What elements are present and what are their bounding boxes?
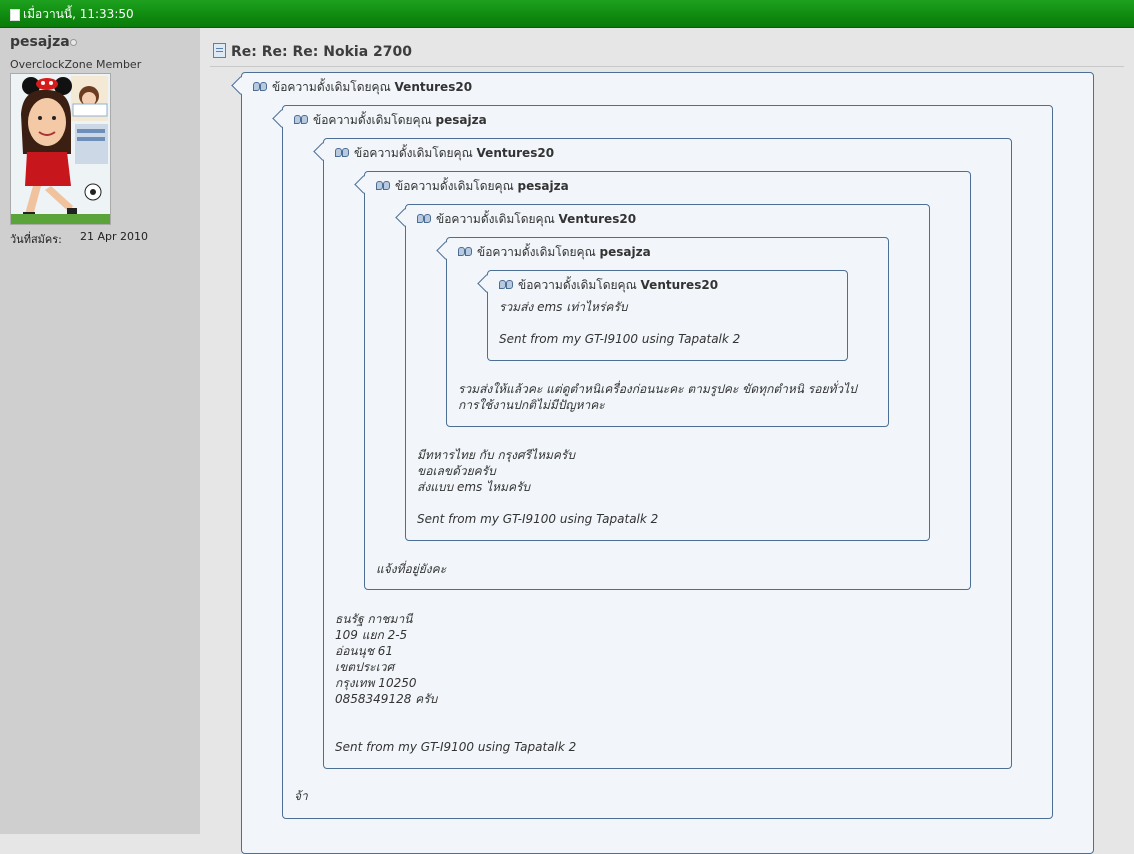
quote-header: ข้อความดั้งเดิมโดยคุณ pesajza: [294, 111, 487, 130]
quote-author[interactable]: Ventures20: [476, 146, 555, 160]
quote-text: มีทหารไทย กับ กรุงศรีไหมครับ ขอเลขด้วยคร…: [417, 448, 659, 526]
avatar[interactable]: [10, 73, 111, 225]
title-divider: [210, 66, 1124, 67]
post-document-icon: [213, 43, 226, 58]
quote-prefix: ข้อความดั้งเดิมโดยคุณ: [395, 179, 514, 193]
post-header-bar: เมื่อวานนี้, 11:33:50: [0, 0, 1134, 28]
user-info-panel: pesajza OverclockZone Member: [0, 28, 200, 834]
quote-icon: [253, 82, 267, 91]
quote-author[interactable]: pesajza: [599, 245, 651, 259]
quote-text: แจ้งที่อยู่ยังคะ: [376, 562, 447, 576]
post-timestamp: เมื่อวานนี้, 11:33:50: [23, 7, 134, 21]
quote-icon: [417, 214, 431, 223]
join-date-label: วันที่สมัคร:: [10, 233, 62, 246]
quote-prefix: ข้อความดั้งเดิมโดยคุณ: [313, 113, 432, 127]
quote-author[interactable]: Ventures20: [394, 80, 473, 94]
offline-status-icon: [70, 39, 77, 46]
quote-icon: [335, 148, 349, 157]
join-date-value: 21 Apr 2010: [80, 230, 149, 243]
join-date-row: วันที่สมัคร: 21 Apr 2010: [10, 230, 148, 248]
quote-box: [487, 270, 848, 361]
quote-text: รวมส่ง ems เท่าไหร่ครับ Sent from my GT-…: [499, 300, 741, 346]
quote-text: จ้า: [294, 789, 308, 803]
document-icon: [10, 9, 20, 21]
quote-author[interactable]: Ventures20: [558, 212, 637, 226]
quote-prefix: ข้อความดั้งเดิมโดยคุณ: [272, 80, 391, 94]
quote-author[interactable]: Ventures20: [640, 278, 719, 292]
quote-prefix: ข้อความดั้งเดิมโดยคุณ: [436, 212, 555, 226]
quote-icon: [294, 115, 308, 124]
quote-header: ข้อความดั้งเดิมโดยคุณ Ventures20: [417, 210, 636, 229]
quote-prefix: ข้อความดั้งเดิมโดยคุณ: [518, 278, 637, 292]
post-title: Re: Re: Re: Nokia 2700: [231, 44, 412, 60]
quote-header: ข้อความดั้งเดิมโดยคุณ Ventures20: [335, 144, 554, 163]
quote-prefix: ข้อความดั้งเดิมโดยคุณ: [477, 245, 596, 259]
quote-author[interactable]: pesajza: [517, 179, 569, 193]
quote-prefix: ข้อความดั้งเดิมโดยคุณ: [354, 146, 473, 160]
user-title: OverclockZone Member: [10, 58, 142, 71]
quote-header: ข้อความดั้งเดิมโดยคุณ Ventures20: [499, 276, 718, 295]
quote-header: ข้อความดั้งเดิมโดยคุณ Ventures20: [253, 78, 472, 97]
quote-icon: [499, 280, 513, 289]
quote-icon: [458, 247, 472, 256]
quote-header: ข้อความดั้งเดิมโดยคุณ pesajza: [458, 243, 651, 262]
quote-header: ข้อความดั้งเดิมโดยคุณ pesajza: [376, 177, 569, 196]
quote-author[interactable]: pesajza: [435, 113, 487, 127]
quote-text: รวมส่งให้แล้วคะ แต่ดูตำหนิเครื่องก่อนนะค…: [458, 382, 857, 412]
quote-icon: [376, 181, 390, 190]
quote-text: ธนรัฐ กาชมานี 109 แยก 2-5 อ่อนนุช 61 เขต…: [335, 612, 577, 754]
username-link[interactable]: pesajza: [10, 34, 70, 50]
